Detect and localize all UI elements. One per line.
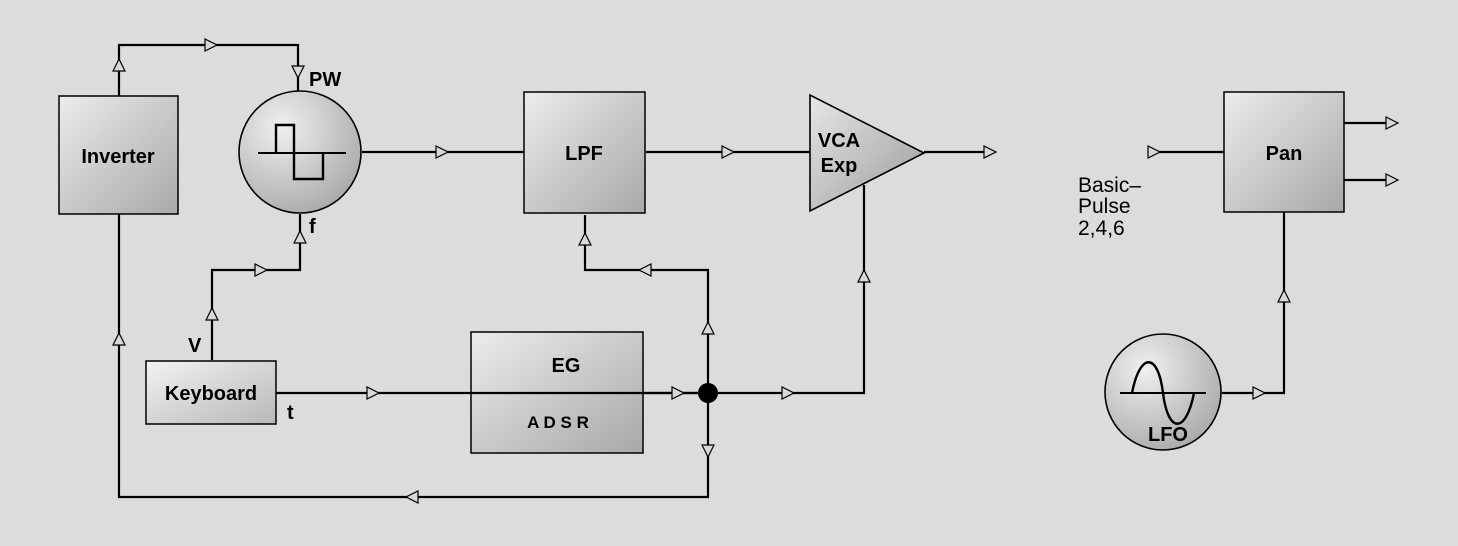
arrow-right-icon bbox=[671, 386, 686, 400]
arrow-down-icon bbox=[701, 444, 715, 459]
inverter-module[interactable]: Inverter bbox=[58, 95, 179, 215]
arrow-up-icon bbox=[112, 331, 126, 346]
arrow-right-icon bbox=[721, 145, 736, 159]
keyboard-label: Keyboard bbox=[165, 383, 257, 405]
pulse-wave-icon bbox=[258, 123, 346, 181]
arrow-up-icon bbox=[578, 231, 592, 246]
lfo-module[interactable]: LFO bbox=[1104, 333, 1222, 451]
arrow-down-icon bbox=[291, 65, 305, 80]
arrow-up-icon bbox=[205, 306, 219, 321]
eg-adsr-label: A D S R bbox=[527, 413, 589, 432]
arrow-up-icon bbox=[112, 57, 126, 72]
arrow-right-icon bbox=[1385, 116, 1400, 130]
pan-module[interactable]: Pan bbox=[1223, 91, 1345, 213]
wire-inverter-to-pw bbox=[117, 43, 300, 96]
arrow-up-icon bbox=[701, 320, 715, 335]
wire-eg-to-vca bbox=[708, 185, 866, 395]
arrow-right-icon bbox=[254, 263, 269, 277]
signal-direction-arrows bbox=[112, 38, 1400, 504]
keyboard-module[interactable]: Keyboard bbox=[145, 360, 277, 425]
lfo-label: LFO bbox=[1148, 424, 1188, 446]
arrow-left-icon bbox=[404, 490, 419, 504]
inverter-label: Inverter bbox=[81, 146, 155, 168]
input-note: Basic– Pulse 2,4,6 bbox=[1078, 174, 1141, 240]
junction-dot bbox=[698, 383, 718, 403]
v-port-label: V bbox=[188, 335, 202, 357]
arrow-right-icon bbox=[1385, 173, 1400, 187]
arrow-right-icon bbox=[1147, 145, 1162, 159]
wires bbox=[117, 43, 1392, 499]
vca-exp-label: Exp bbox=[821, 155, 858, 177]
wire-lfo-to-pan bbox=[1222, 212, 1286, 395]
arrow-right-icon bbox=[983, 145, 998, 159]
t-port-label: t bbox=[287, 402, 294, 424]
lpf-label: LPF bbox=[565, 143, 603, 165]
arrow-up-icon bbox=[857, 268, 871, 283]
arrow-left-icon bbox=[637, 263, 652, 277]
sine-wave-icon bbox=[1120, 361, 1206, 425]
input-note-line-3: 2,4,6 bbox=[1078, 217, 1125, 240]
pan-label: Pan bbox=[1266, 143, 1303, 165]
arrow-right-icon bbox=[435, 145, 450, 159]
input-note-line-1: Basic– bbox=[1078, 174, 1141, 197]
eg-label: EG bbox=[552, 355, 581, 377]
input-note-line-2: Pulse bbox=[1078, 195, 1131, 218]
wire-keyboard-v-to-f bbox=[210, 214, 302, 360]
arrow-right-icon bbox=[1252, 386, 1267, 400]
eg-module[interactable]: EG A D S R bbox=[470, 331, 700, 454]
f-port-label: f bbox=[309, 216, 316, 238]
pw-port-label: PW bbox=[309, 69, 341, 91]
oscillator-module[interactable] bbox=[238, 90, 362, 214]
lpf-module[interactable]: LPF bbox=[523, 91, 646, 214]
vca-label: VCA bbox=[818, 130, 860, 152]
vca-module[interactable]: VCA Exp bbox=[809, 93, 926, 213]
arrow-right-icon bbox=[204, 38, 219, 52]
arrow-up-icon bbox=[1277, 288, 1291, 303]
arrow-up-icon bbox=[293, 229, 307, 244]
arrow-right-icon bbox=[781, 386, 796, 400]
arrow-right-icon bbox=[366, 386, 381, 400]
